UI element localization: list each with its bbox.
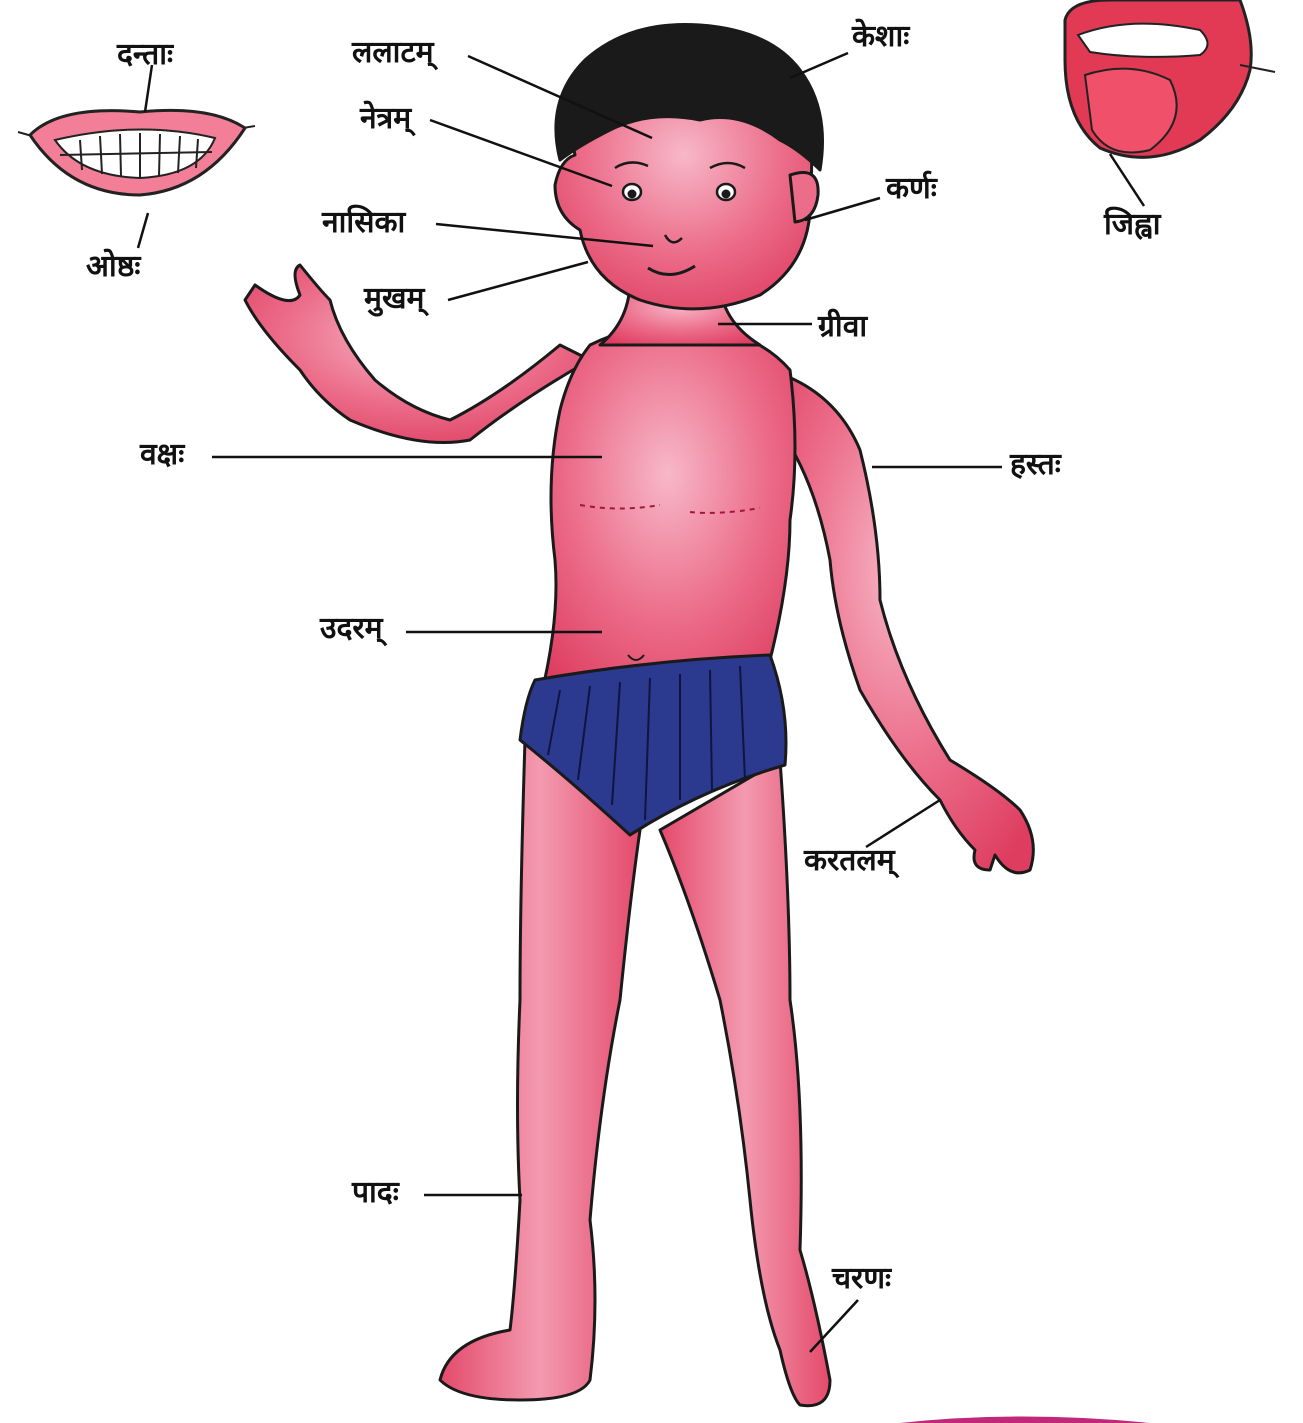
label-forehead: ललाटम्: [352, 38, 434, 68]
right-arm: [770, 370, 1033, 873]
label-belly: उदरम्: [320, 614, 383, 644]
accent-bar: [900, 1417, 1150, 1423]
torso: [540, 324, 795, 700]
label-lips: ओष्ठः: [86, 252, 140, 282]
label-chest: वक्षः: [140, 440, 184, 470]
label-foot: चरणः: [832, 1264, 891, 1294]
label-hair: केशाः: [852, 22, 909, 52]
label-leg: पादः: [352, 1178, 399, 1208]
mouth-tongue-drawing: [1065, 0, 1275, 157]
label-tongue: जिह्वा: [1104, 210, 1161, 240]
label-neck: ग्रीवा: [818, 312, 867, 342]
label-hand: हस्तः: [1010, 450, 1061, 480]
label-nose: नासिका: [322, 208, 405, 238]
label-face: मुखम्: [364, 284, 424, 314]
label-ear: कर्णः: [886, 174, 937, 204]
mouth-teeth-drawing: [18, 110, 255, 195]
right-leg: [440, 740, 640, 1400]
label-teeth: दन्ताः: [117, 40, 173, 70]
label-eyes: नेत्रम्: [360, 104, 411, 134]
label-palm: करतलम्: [804, 846, 895, 876]
